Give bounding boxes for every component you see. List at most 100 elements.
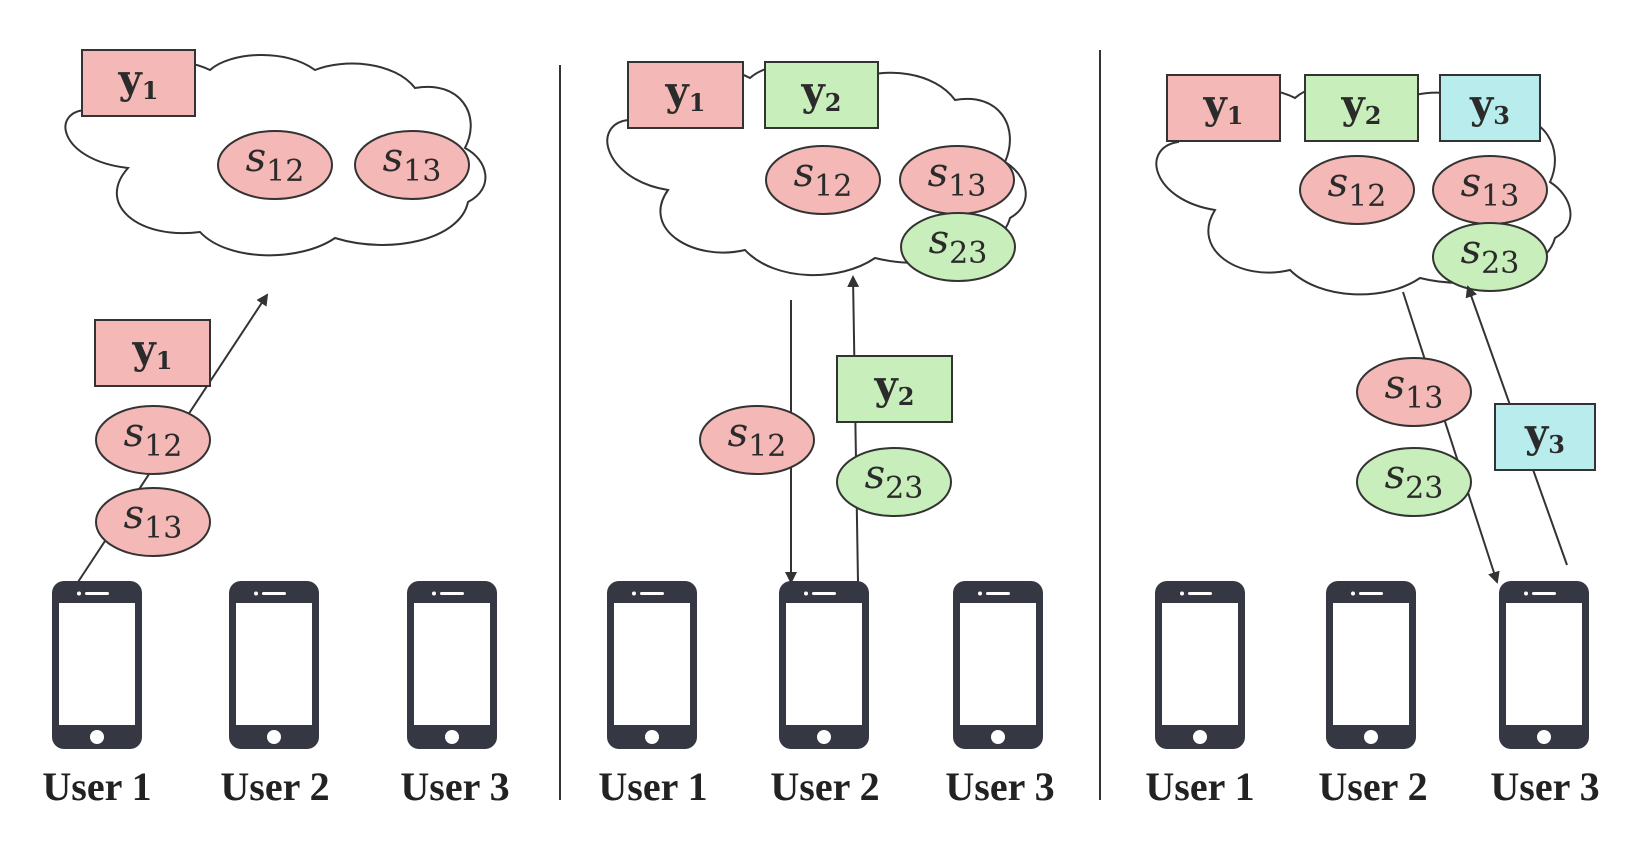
label-subscript: 12 <box>814 169 852 204</box>
label-base: s <box>728 410 749 456</box>
label-base: s <box>1385 362 1406 408</box>
label-box-y1: y1 <box>627 61 744 129</box>
label-box-y3: y3 <box>1494 403 1596 471</box>
user-label: User 1 <box>42 764 151 809</box>
label-box-y2: y2 <box>836 355 953 423</box>
label-ellipse-s13: s13 <box>354 130 470 200</box>
label-subscript: 13 <box>1481 179 1519 214</box>
label-base: s <box>383 135 404 181</box>
label-subscript: 1 <box>1227 101 1244 130</box>
label-text: s23 <box>1461 227 1520 281</box>
phone-user-2 <box>1326 581 1416 749</box>
label-ellipse-s23: s23 <box>900 212 1016 282</box>
label-text: s13 <box>1385 362 1444 416</box>
label-text: s12 <box>246 135 305 189</box>
phone-user-1 <box>1155 581 1245 749</box>
label-subscript: 2 <box>898 382 915 411</box>
label-text: s13 <box>124 492 183 546</box>
label-subscript: 13 <box>1405 381 1443 416</box>
label-subscript: 13 <box>403 154 441 189</box>
label-subscript: 3 <box>1548 430 1565 459</box>
download-arrow <box>1402 291 1500 584</box>
panel-1: y1 s12 s13 y1 s12 s13 User 1 User 2 User… <box>42 49 510 809</box>
label-text: s23 <box>865 452 924 506</box>
label-subscript: 3 <box>1493 101 1510 130</box>
label-text: s12 <box>1328 160 1387 214</box>
label-subscript: 12 <box>144 429 182 464</box>
label-text: y2 <box>874 362 915 411</box>
label-text: y1 <box>1203 81 1244 130</box>
label-base: s <box>794 150 815 196</box>
label-subscript: 1 <box>142 76 159 105</box>
label-subscript: 23 <box>1481 246 1519 281</box>
upload-arrow <box>847 275 860 583</box>
label-base: s <box>929 217 950 263</box>
label-ellipse-s12: s12 <box>95 405 211 475</box>
label-box-y1: y1 <box>81 49 196 117</box>
phone-user-2 <box>779 581 869 749</box>
label-subscript: 23 <box>1405 471 1443 506</box>
phone-user-1 <box>607 581 697 749</box>
label-base: y <box>874 362 900 409</box>
user-label: User 2 <box>770 764 879 809</box>
label-text: s13 <box>383 135 442 189</box>
label-text: s12 <box>124 410 183 464</box>
label-base: s <box>928 150 949 196</box>
label-ellipse-s13: s13 <box>95 487 211 557</box>
label-text: s23 <box>1385 452 1444 506</box>
label-subscript: 2 <box>825 88 842 117</box>
label-base: y <box>665 68 691 115</box>
panel-2: y1 y2 s12 s13 s23 s12 y2 s23 User 1 User… <box>598 61 1055 809</box>
label-ellipse-s23: s23 <box>1356 447 1472 517</box>
label-base: s <box>1328 160 1349 206</box>
label-text: y2 <box>1341 81 1382 130</box>
user-label: User 2 <box>220 764 329 809</box>
phone-user-3 <box>953 581 1043 749</box>
label-subscript: 2 <box>1365 101 1382 130</box>
label-base: y <box>118 56 144 103</box>
user-label: User 1 <box>1145 764 1254 809</box>
label-ellipse-s12: s12 <box>217 130 333 200</box>
label-subscript: 12 <box>266 154 304 189</box>
phone-user-2 <box>229 581 319 749</box>
label-text: y1 <box>118 56 159 105</box>
label-text: y3 <box>1524 410 1565 459</box>
label-ellipse-s13: s13 <box>1432 155 1548 225</box>
label-base: s <box>124 492 145 538</box>
label-base: y <box>1203 81 1229 128</box>
label-ellipse-s13: s13 <box>899 145 1015 215</box>
user-label: User 2 <box>1318 764 1427 809</box>
label-base: y <box>1341 81 1367 128</box>
label-base: y <box>1469 81 1495 128</box>
label-box-y2: y2 <box>1304 74 1419 142</box>
user-label: User 3 <box>1490 764 1599 809</box>
label-ellipse-s23: s23 <box>836 447 952 517</box>
label-subscript: 23 <box>885 471 923 506</box>
label-text: y2 <box>801 68 842 117</box>
panel-3: y1 y2 y3 s12 s13 s23 s13 s23 y3 User 1 <box>1145 74 1600 809</box>
label-ellipse-s12: s12 <box>765 145 881 215</box>
phone-user-3 <box>1499 581 1589 749</box>
user-label: User 3 <box>400 764 509 809</box>
label-text: s23 <box>929 217 988 271</box>
label-ellipse-s13: s13 <box>1356 357 1472 427</box>
label-ellipse-s12: s12 <box>1299 155 1415 225</box>
label-subscript: 23 <box>949 236 987 271</box>
label-text: s13 <box>1461 160 1520 214</box>
label-subscript: 1 <box>156 346 173 375</box>
label-base: s <box>1461 227 1482 273</box>
label-base: y <box>1524 410 1550 457</box>
label-ellipse-s12: s12 <box>699 405 815 475</box>
label-base: s <box>1385 452 1406 498</box>
label-base: s <box>246 135 267 181</box>
label-box-y1: y1 <box>1166 74 1281 142</box>
phone-user-3 <box>407 581 497 749</box>
label-subscript: 12 <box>1348 179 1386 214</box>
phone-user-1 <box>52 581 142 749</box>
label-ellipse-s23: s23 <box>1432 222 1548 292</box>
label-subscript: 13 <box>948 169 986 204</box>
user-label: User 3 <box>945 764 1054 809</box>
label-base: s <box>124 410 145 456</box>
